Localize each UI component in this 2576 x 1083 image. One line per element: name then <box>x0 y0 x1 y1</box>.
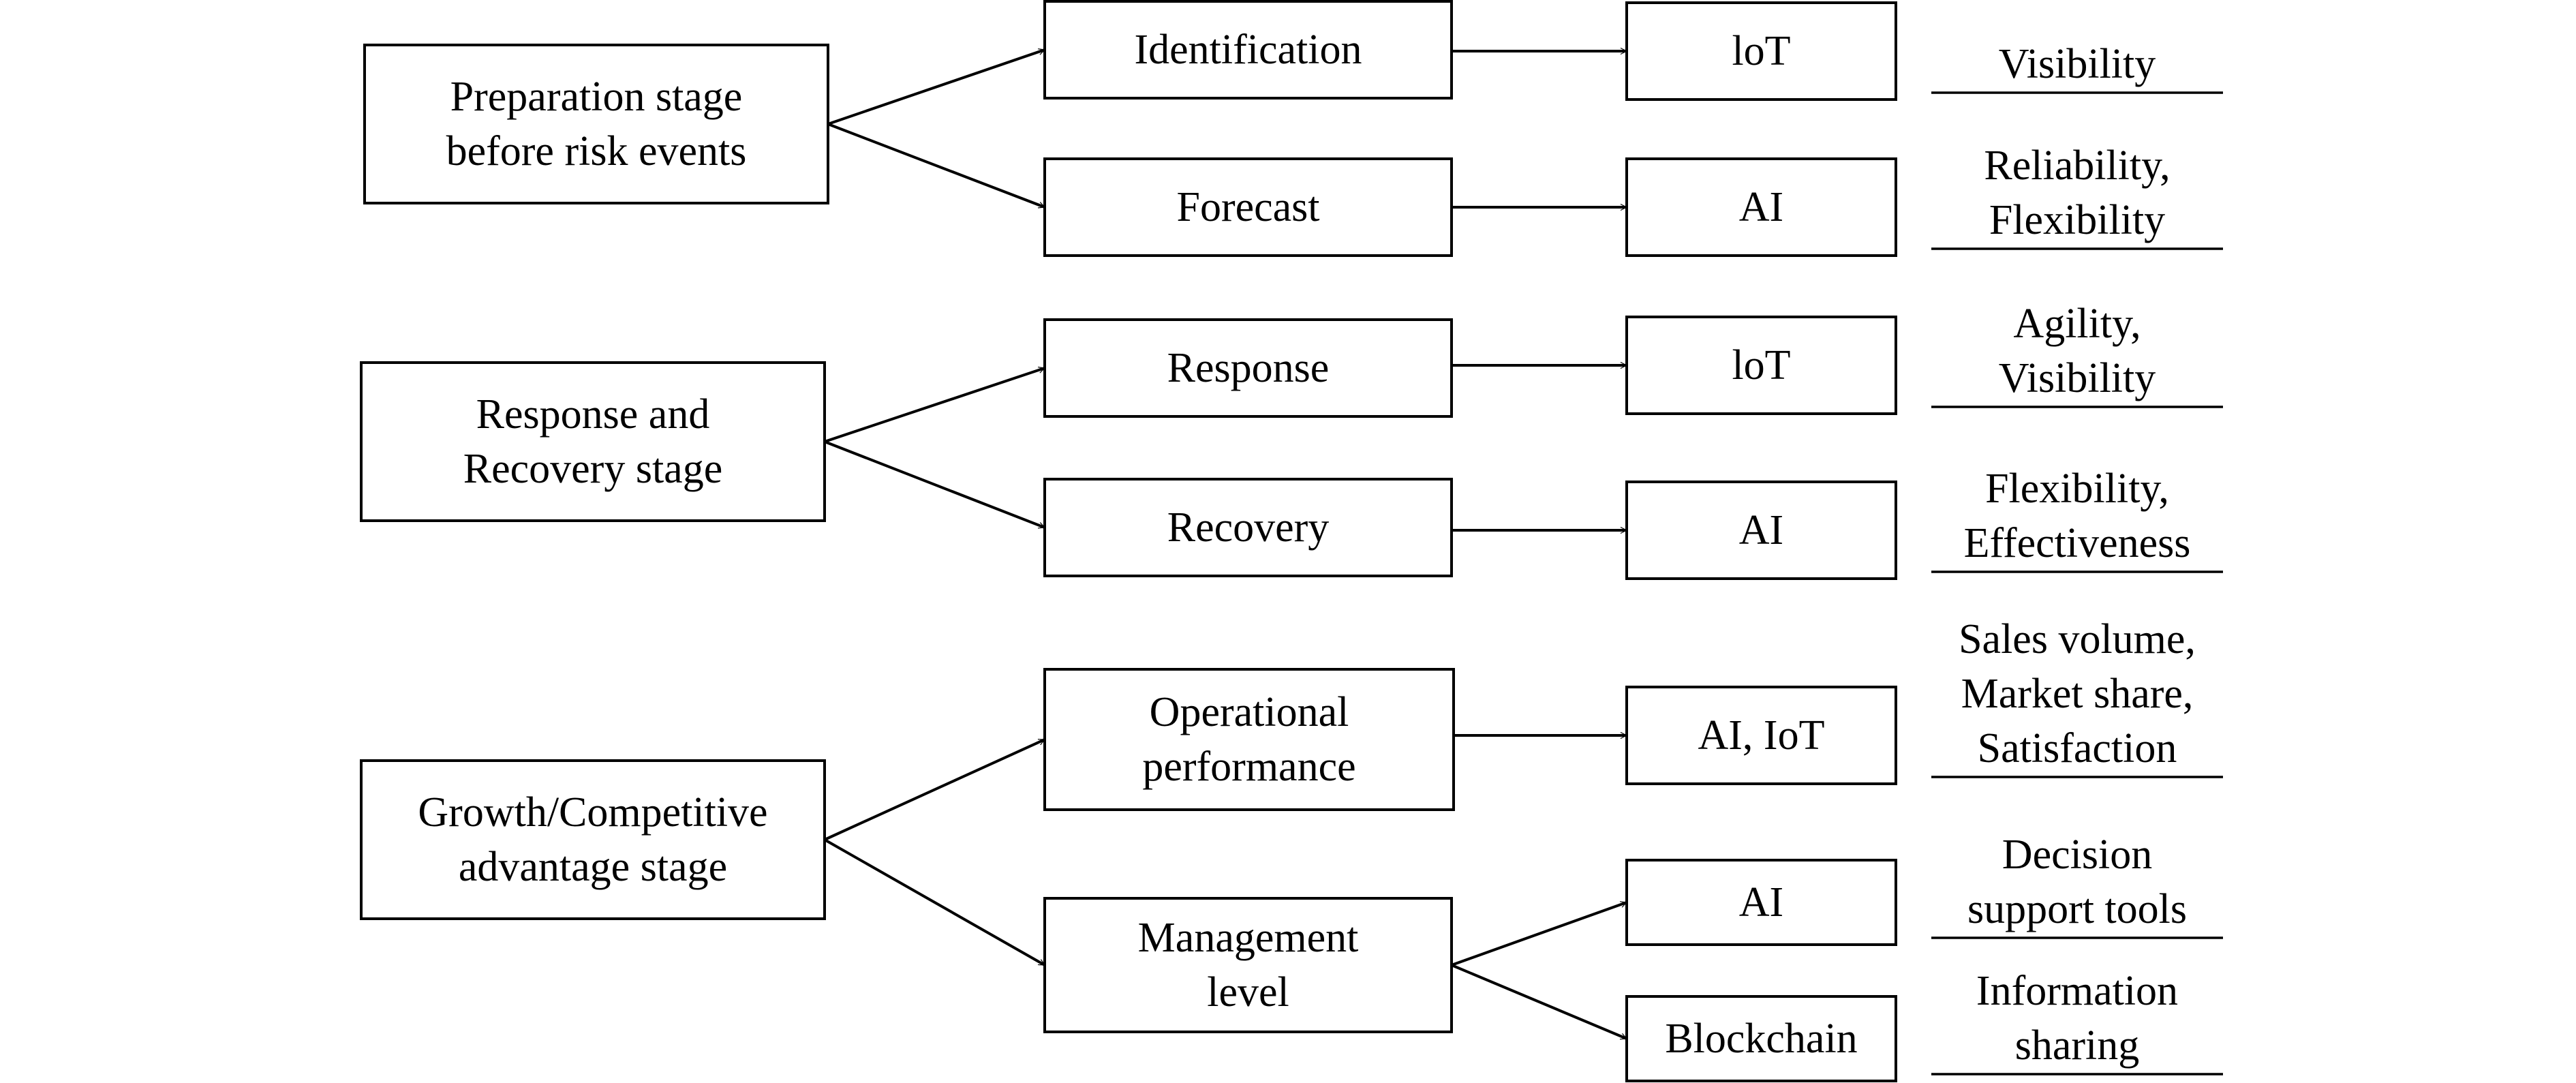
stage-to-branch-arrow <box>827 123 1045 209</box>
branch-label: level <box>1207 969 1289 1016</box>
stage-to-branch-arrow <box>824 368 1045 443</box>
outcome-label: Reliability, <box>1984 142 2170 189</box>
outcome-label: Visibility <box>1999 355 2156 401</box>
branch-to-tech-arrow <box>1451 964 1627 1040</box>
outcome-label: support tools <box>1967 886 2187 932</box>
technology-label: AI <box>1739 507 1783 553</box>
stage-to-branch-arrow <box>827 50 1045 125</box>
branch-box <box>1043 668 1455 811</box>
stage-label: Response and <box>476 391 710 438</box>
stage-to-branch-arrow <box>824 440 1045 529</box>
stage-box <box>360 759 826 920</box>
outcome-label: Decision <box>2002 832 2152 878</box>
outcome-label: Satisfaction <box>1978 725 2177 772</box>
stage-label: Recovery stage <box>463 446 722 492</box>
outcome-label: Flexibility <box>1989 197 2165 243</box>
branch-label: Management <box>1138 915 1359 961</box>
branch-box <box>1043 318 1453 418</box>
stage-to-branch-arrow <box>824 838 1045 966</box>
outcome-label: Effectiveness <box>1964 520 2191 566</box>
technology-box <box>1625 1 1897 101</box>
stage-label: advantage stage <box>459 844 727 890</box>
branch-box <box>1043 157 1453 257</box>
technology-box <box>1625 859 1897 946</box>
technology-box <box>1625 995 1897 1082</box>
branch-box <box>1043 0 1453 100</box>
technology-label: AI <box>1739 184 1783 230</box>
branch-label: Operational <box>1150 689 1349 735</box>
stage-box <box>363 44 829 204</box>
outcome-label: Market share, <box>1961 671 2194 717</box>
branch-label: Forecast <box>1176 184 1319 230</box>
branch-to-tech-arrow <box>1451 901 1627 966</box>
stage-label: Preparation stage <box>450 74 743 120</box>
technology-box <box>1625 686 1897 785</box>
technology-label: loT <box>1732 342 1790 388</box>
branch-box <box>1043 478 1453 577</box>
outcome-label: sharing <box>2015 1022 2140 1069</box>
stage-label: before risk events <box>446 128 747 174</box>
stage-box <box>360 361 826 522</box>
technology-box <box>1625 157 1897 257</box>
branch-label: Response <box>1167 345 1330 391</box>
outcome-label: Sales volume, <box>1959 616 2196 662</box>
outcome-label: Agility, <box>2013 301 2141 347</box>
technology-label: AI, IoT <box>1698 712 1825 759</box>
branch-box <box>1043 897 1453 1033</box>
branch-label: performance <box>1142 744 1355 790</box>
technology-label: loT <box>1732 28 1790 74</box>
stage-label: Growth/Competitive <box>418 789 767 836</box>
outcome-label: Visibility <box>1999 41 2156 87</box>
branch-label: Identification <box>1135 27 1362 73</box>
outcome-label: Information <box>1976 968 2178 1014</box>
outcome-label: Flexibility, <box>1985 466 2169 512</box>
technology-box <box>1625 316 1897 415</box>
technology-label: Blockchain <box>1665 1016 1857 1062</box>
stage-to-branch-arrow <box>824 738 1045 841</box>
technology-label: AI <box>1739 879 1783 926</box>
technology-box <box>1625 481 1897 580</box>
branch-label: Recovery <box>1167 504 1330 551</box>
